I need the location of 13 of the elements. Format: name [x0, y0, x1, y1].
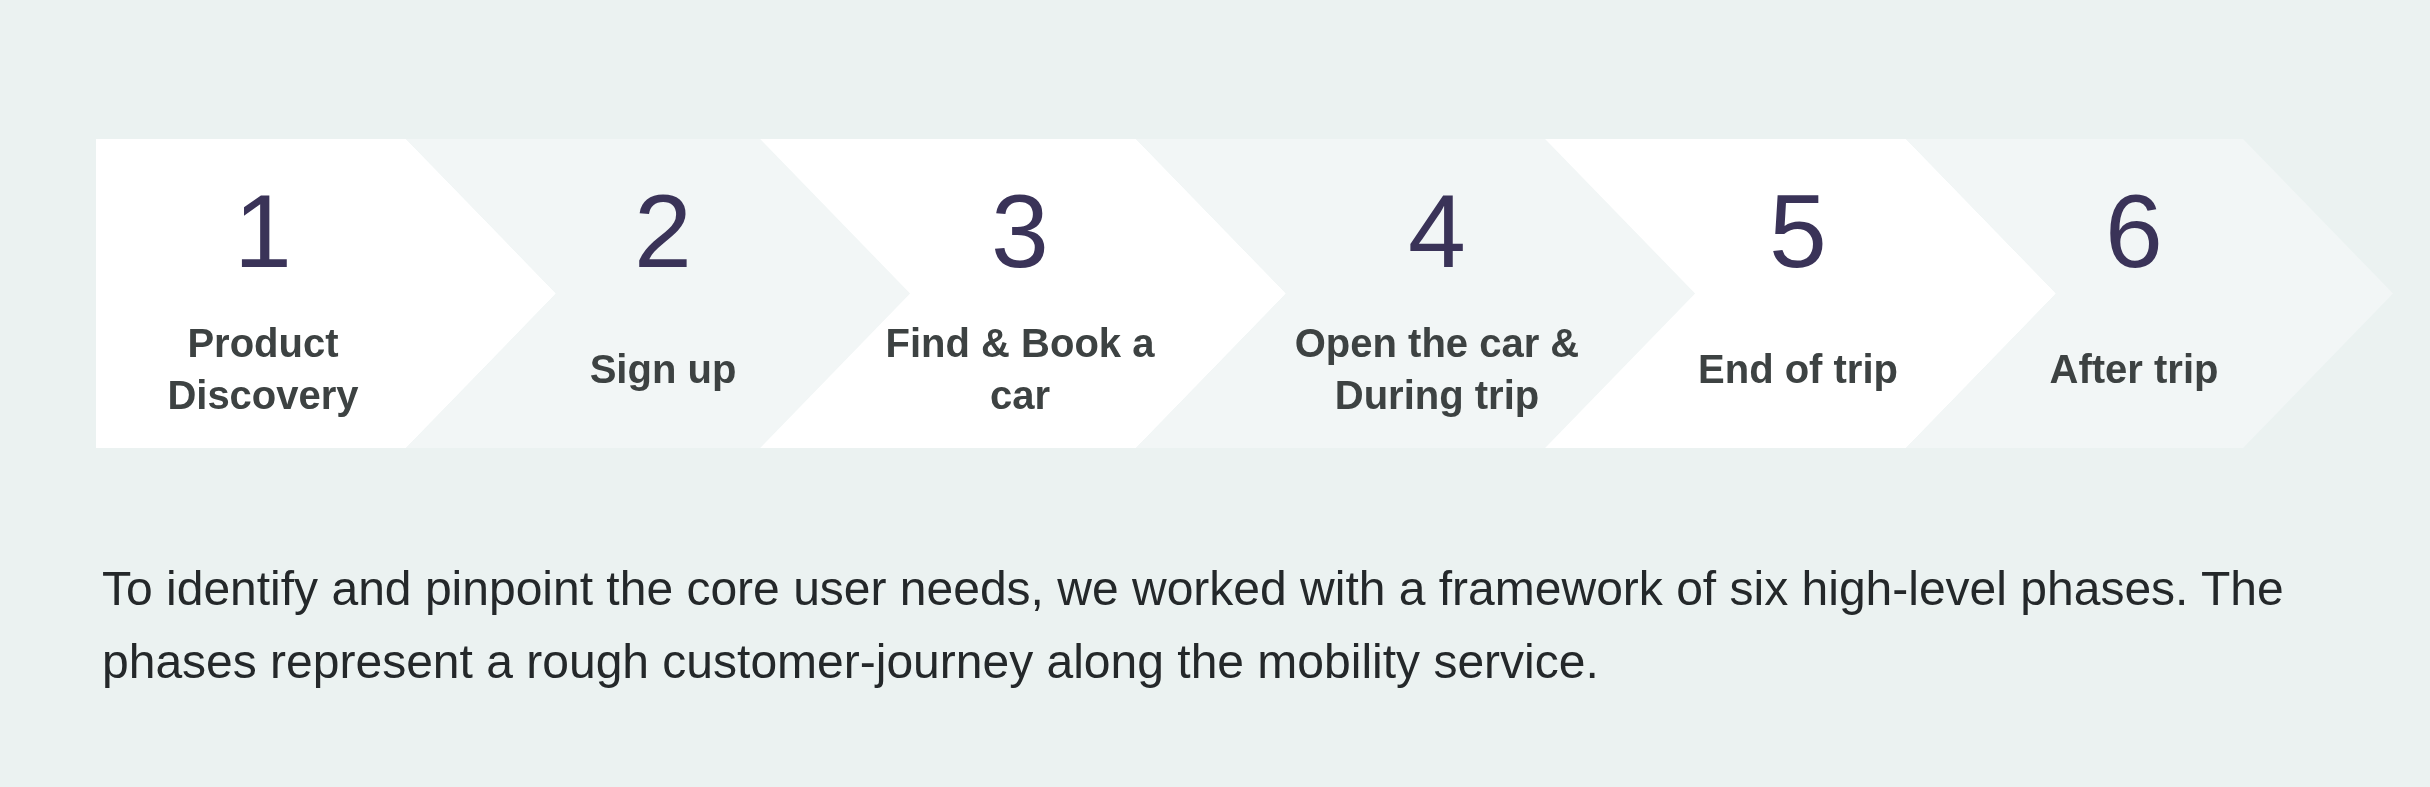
step-number: 6 — [2105, 173, 2163, 289]
step-number: 2 — [634, 173, 692, 289]
step-number: 3 — [991, 173, 1049, 289]
step-number: 5 — [1769, 173, 1827, 289]
caption-text: To identify and pinpoint the core user needs, we worked with a framework of six high-level phases. The phases represent a rough customer-journey along the mobility service. — [102, 561, 2285, 690]
step-label: Open the car & During trip — [1293, 320, 1581, 419]
step-label: Find & Book a car — [884, 320, 1156, 419]
step-label: Product Discovery — [166, 320, 360, 419]
step-label: After trip — [2049, 346, 2219, 393]
step-label: Sign up — [589, 346, 737, 393]
step-number: 4 — [1408, 173, 1466, 289]
step-label: End of trip — [1698, 346, 1898, 393]
step-number: 1 — [234, 173, 292, 289]
